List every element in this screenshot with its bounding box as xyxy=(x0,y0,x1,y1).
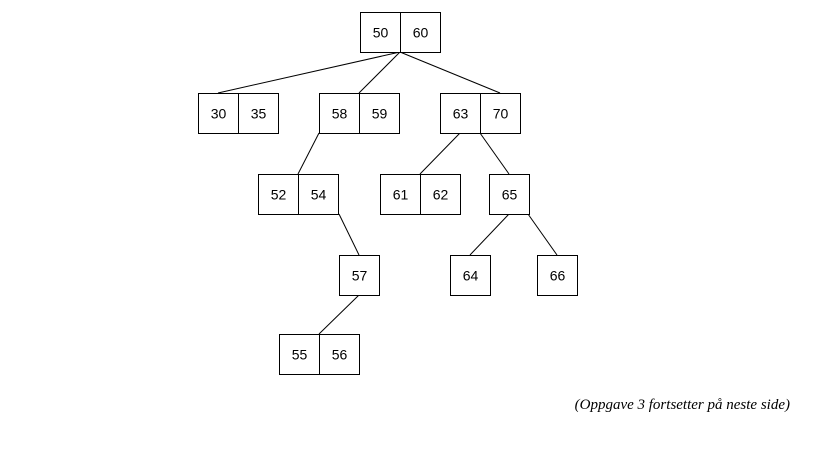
key-cell xyxy=(319,93,360,134)
key-cell xyxy=(279,334,320,375)
tree-node-63-70: 63 70 xyxy=(440,93,521,134)
key-label: 50 xyxy=(373,25,389,41)
key-label: 62 xyxy=(433,187,449,203)
key-label: 59 xyxy=(372,106,388,122)
key-cell xyxy=(420,174,461,215)
edge-n-50-60-to-n-30-35 xyxy=(217,51,401,94)
key-label: 52 xyxy=(271,187,287,203)
key-cell xyxy=(480,93,521,134)
key-label: 58 xyxy=(332,106,348,122)
tree-node-50-60: 50 60 xyxy=(360,12,441,53)
tree-node-61-62: 61 62 xyxy=(380,174,461,215)
key-cell xyxy=(198,93,239,134)
tree-node-66: 66 xyxy=(537,255,578,296)
tree-node-52-54: 52 54 xyxy=(258,174,339,215)
tree-node-64: 64 xyxy=(450,255,491,296)
key-label: 55 xyxy=(292,347,308,363)
key-label: 57 xyxy=(352,268,368,284)
edge-n-63-70-to-n-65 xyxy=(479,132,510,175)
key-label: 66 xyxy=(550,268,566,284)
edge-n-57-to-n-55-56 xyxy=(318,294,360,335)
key-label: 54 xyxy=(311,187,327,203)
key-cell xyxy=(450,255,491,296)
key-label: 70 xyxy=(493,106,509,122)
key-cell xyxy=(339,255,380,296)
tree-node-57: 57 xyxy=(339,255,380,296)
edge-n-58-59-to-n-52-54 xyxy=(297,132,320,175)
key-cell xyxy=(258,174,299,215)
key-label: 65 xyxy=(502,187,518,203)
key-cell xyxy=(537,255,578,296)
continuation-note: (Oppgave 3 fortsetter på neste side) xyxy=(574,397,790,413)
edge-n-65-to-n-66 xyxy=(527,213,558,256)
key-cell xyxy=(380,174,421,215)
key-label: 64 xyxy=(463,268,479,284)
key-cell xyxy=(319,334,360,375)
tree-node-55-56: 55 56 xyxy=(279,334,360,375)
key-cell xyxy=(238,93,279,134)
key-cell xyxy=(440,93,481,134)
key-label: 63 xyxy=(453,106,469,122)
key-label: 35 xyxy=(251,106,267,122)
key-cell xyxy=(400,12,441,53)
edge-n-65-to-n-64 xyxy=(469,213,510,256)
nodes-layer: 50 60 30 35 58 59 63 70 52 54 61 62 65 57 64 66 55 56 xyxy=(198,12,578,375)
edge-n-52-54-to-n-57 xyxy=(338,213,360,256)
key-cell xyxy=(359,93,400,134)
key-cell xyxy=(298,174,339,215)
edge-n-50-60-to-n-58-59 xyxy=(358,51,401,94)
key-label: 30 xyxy=(211,106,227,122)
key-label: 60 xyxy=(413,25,429,41)
key-label: 61 xyxy=(393,187,409,203)
key-cell xyxy=(489,174,530,215)
tree-node-65: 65 xyxy=(489,174,530,215)
edge-n-50-60-to-n-63-70 xyxy=(399,51,501,94)
edges-layer xyxy=(217,51,558,335)
tree-node-30-35: 30 35 xyxy=(198,93,279,134)
edge-n-63-70-to-n-61-62 xyxy=(419,132,461,175)
key-label: 56 xyxy=(332,347,348,363)
tree-node-58-59: 58 59 xyxy=(319,93,400,134)
